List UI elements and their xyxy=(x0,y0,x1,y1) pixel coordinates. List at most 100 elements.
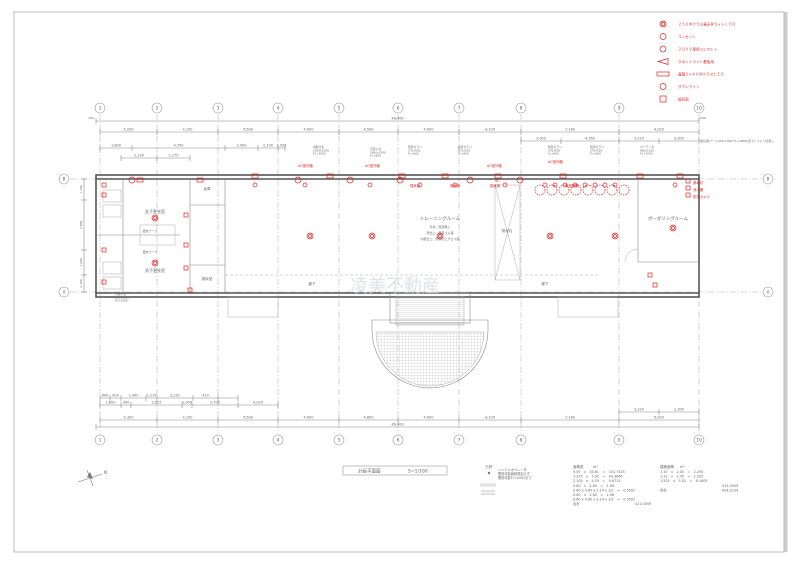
table-subtotal: 411.0059 xyxy=(722,484,738,488)
table-row: 0.60 x 2.60 = 1.56 xyxy=(573,493,614,497)
table-total: 424.3234 xyxy=(722,488,738,492)
window-label: カーテン窓 xyxy=(640,145,654,149)
dimension-value: 2,700 xyxy=(210,401,220,405)
note-line: ハンドルオペレータ xyxy=(498,467,527,472)
ceiling-light-icon xyxy=(659,20,667,28)
ceiling-light-icon xyxy=(436,232,444,240)
dimension-value: 3,220 xyxy=(634,137,644,141)
room-label-storage: 倉庫 xyxy=(204,186,211,191)
grid-label: 4 xyxy=(277,106,280,112)
led-light-icon xyxy=(559,173,567,179)
grid-label: 2 xyxy=(156,438,159,444)
legend-label: 直管２×４０ＷクラスＬＥＤ xyxy=(678,72,724,77)
dimension-value: 4,500 xyxy=(423,128,433,132)
notes: 凡例 ハンドルオペレータ 開放可能面積算定せず 開放可能FL+2000まで xyxy=(480,464,532,495)
window-symbol-icon xyxy=(480,483,496,487)
grid-label: B xyxy=(62,177,65,183)
spotlight-range-icon xyxy=(606,184,618,196)
legend-label: ２５０Ｗクラス高天井ライトＬＥＤ xyxy=(678,22,735,27)
dimension-value: 1,215 xyxy=(146,394,156,398)
equipment-label: 換気扇 xyxy=(410,183,421,188)
grid-bubble xyxy=(762,286,774,298)
dimension-value: 1,400 xyxy=(128,394,138,398)
dimension-value: 2,900 xyxy=(236,144,246,148)
ceiling-light-icon xyxy=(306,232,314,240)
electrical-fixtures xyxy=(101,173,691,293)
downlight-icon xyxy=(542,182,548,188)
dimension-value: 4,100 xyxy=(485,416,495,420)
existing-column-label: 既存柱 xyxy=(502,228,513,233)
table-row: 0.60 x 0.60 x 2.14 x 1/2 = 0.5502 xyxy=(573,488,635,492)
window-label: 内開き窓 xyxy=(313,145,324,149)
grid-label: 3 xyxy=(217,106,220,112)
svg-text:N: N xyxy=(104,470,107,475)
window-label: 1200x1200 xyxy=(313,148,329,152)
grid-label: 1 xyxy=(99,106,102,112)
dimension-value: 4,200 xyxy=(123,128,133,132)
grid-label: 9 xyxy=(618,438,621,444)
grid-bubble xyxy=(613,102,625,114)
room-label-bouldering: ボーダリングルーム xyxy=(648,215,689,222)
grid-label: 6 xyxy=(397,106,400,112)
window-label: 引違い窓 xyxy=(370,147,381,151)
grid-bubble xyxy=(515,102,527,114)
grid-label: 7 xyxy=(458,438,461,444)
spotlight-range-icon xyxy=(534,184,546,196)
dimension-value: 4,500 xyxy=(243,128,253,132)
grid-label: A xyxy=(62,290,66,296)
equipment-label: 換気扇 xyxy=(450,183,461,188)
dimension-value: 4,800 xyxy=(363,416,373,420)
legend-label: ダウンライト xyxy=(678,84,700,89)
window-label: 270x520 xyxy=(408,148,421,152)
dedicated-outlet-icon xyxy=(659,45,667,53)
led-light-icon xyxy=(251,173,259,179)
grid-bubble xyxy=(613,434,625,446)
fan-icon xyxy=(187,287,193,293)
room-label-booth: 更衣ブース xyxy=(143,249,158,254)
grid-bubble xyxy=(151,434,163,446)
legend-label: コンセント xyxy=(678,34,696,39)
grid-label: 10 xyxy=(696,106,702,112)
fan-icon xyxy=(183,212,189,218)
fan-icon xyxy=(101,192,107,198)
dimension-value: 4,100 xyxy=(182,416,192,420)
window-label: FL+600 xyxy=(590,152,601,156)
grid-bubble xyxy=(58,286,70,298)
fan-icon xyxy=(101,247,107,253)
led-light-icon xyxy=(656,71,670,77)
equipment-label: 誘導灯 xyxy=(693,180,704,185)
led-light-icon xyxy=(676,173,684,179)
table-row: 1.525 x 5.02 = 8.1605 xyxy=(660,479,708,483)
fan-icon xyxy=(652,282,658,288)
window-label: FL+800 xyxy=(370,154,381,158)
note-line: 開放可能面積算定せず xyxy=(498,471,530,476)
downlight-icon xyxy=(659,83,667,90)
grid-bubble xyxy=(453,434,465,446)
table-row: 7.325 x 5.92 = 43.3665 xyxy=(573,475,623,479)
building-outline xyxy=(95,174,700,389)
downlight-icon xyxy=(252,182,258,188)
downlight-icon xyxy=(417,182,423,188)
dimension-value: 3,220 xyxy=(634,408,644,412)
drawing-scale: S=1/100 xyxy=(408,469,428,475)
window-labels: 既存ガラリ270x520FL+600既存ガラリ270x520FL+600既存ガラ… xyxy=(115,145,654,303)
outlet-icon xyxy=(151,214,159,222)
fan-icon xyxy=(101,279,107,285)
spotlight-range-icon xyxy=(582,184,594,196)
grid-label: 8 xyxy=(520,106,523,112)
equipment-label: 換気扇 xyxy=(490,183,501,188)
led-light-icon xyxy=(494,173,502,179)
window-label: 既存ガラリ xyxy=(458,145,472,149)
led-light-icon xyxy=(636,173,644,179)
table-row: 2.105 x 4.55 = 9.6723 xyxy=(573,479,621,483)
legend-label: 換気扇 xyxy=(678,97,689,102)
dimension-value: 1,800 xyxy=(105,401,115,405)
grid-label: A xyxy=(766,290,770,296)
drawing-title: 計画平面図 xyxy=(358,468,381,475)
grid-bubble xyxy=(94,434,106,446)
legend: ２５０Ｗクラス高天井ライトＬＥＤコンセント２００Ｖ専用コンセントスポットライト看… xyxy=(656,20,735,103)
table-total-label: 合計 xyxy=(660,487,667,492)
